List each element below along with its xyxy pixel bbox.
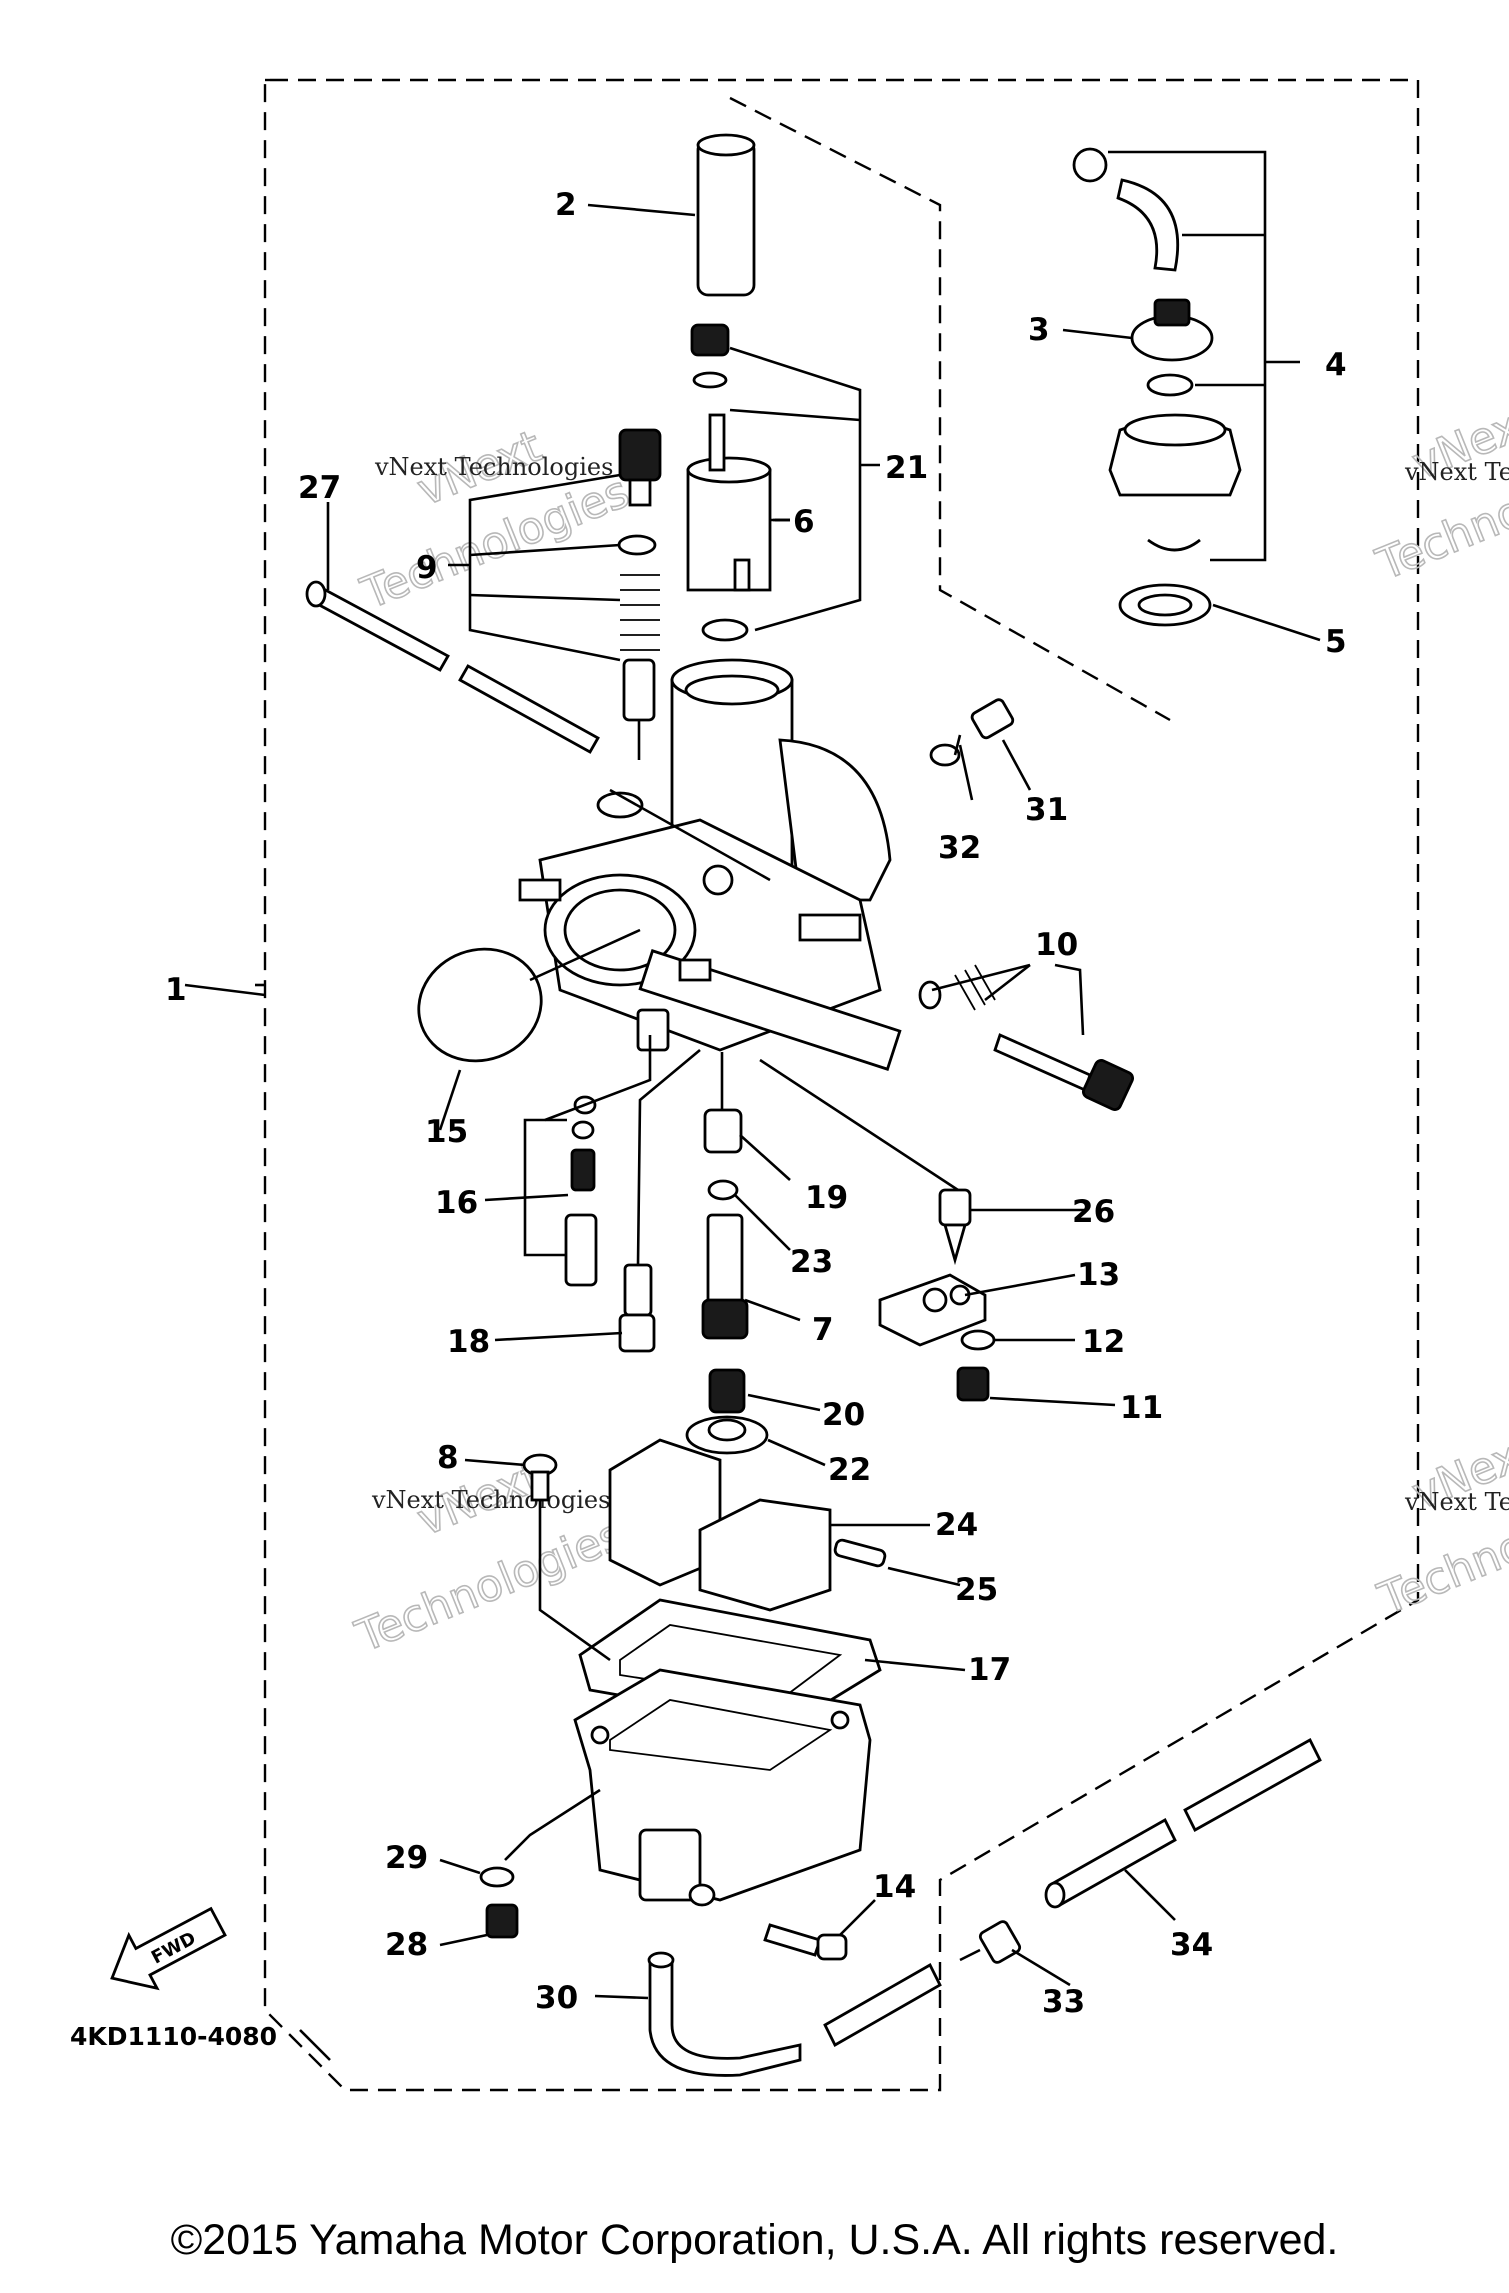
callout-24: 24 bbox=[935, 1507, 978, 1543]
callout-32: 32 bbox=[938, 830, 981, 866]
callout-26: 26 bbox=[1072, 1194, 1115, 1230]
part-1-carburetor-body bbox=[518, 658, 902, 1071]
svg-text:Technologies: Technologies bbox=[349, 1509, 631, 1663]
copyright-notice: ©2015 Yamaha Motor Corporation, U.S.A. A… bbox=[170, 2216, 1339, 2264]
part-33-fitting bbox=[959, 1920, 1022, 1964]
callout-11: 11 bbox=[1120, 1390, 1163, 1426]
leader-lines bbox=[184, 150, 1321, 2000]
watermark-lower-left: vNext Technologies bbox=[348, 1450, 632, 1664]
part-34-hose bbox=[823, 1738, 1322, 2047]
callout-labels: 2 3 4 5 6 7 8 9 10 11 12 13 14 15 16 17 … bbox=[165, 187, 1347, 2020]
fwd-arrow-icon: FWD bbox=[110, 1906, 227, 1991]
callout-30: 30 bbox=[535, 1980, 578, 2016]
part-13-plate-gasket bbox=[878, 1273, 987, 1347]
callout-22: 22 bbox=[828, 1452, 871, 1488]
part-9-needle-set bbox=[617, 428, 662, 760]
callout-8: 8 bbox=[437, 1440, 459, 1476]
part-27-tube bbox=[305, 580, 600, 754]
part-26-jet bbox=[938, 1188, 972, 1266]
callout-25: 25 bbox=[955, 1572, 998, 1608]
callout-19: 19 bbox=[805, 1180, 848, 1216]
part-16-jet-set bbox=[523, 1095, 598, 1287]
callout-14: 14 bbox=[873, 1869, 916, 1905]
part-4-cap-assembly bbox=[1072, 147, 1242, 627]
part-29-washer bbox=[479, 1866, 515, 1888]
part-22-washer bbox=[685, 1415, 769, 1455]
callout-10: 10 bbox=[1035, 927, 1078, 963]
callout-6: 6 bbox=[793, 504, 815, 540]
part-2-tube bbox=[696, 133, 756, 297]
part-24-float bbox=[608, 1438, 832, 1612]
callout-4: 4 bbox=[1325, 347, 1347, 383]
callout-7: 7 bbox=[812, 1312, 834, 1348]
part-18-jet bbox=[618, 1263, 656, 1353]
callout-21: 21 bbox=[885, 450, 928, 486]
part-14-screw bbox=[763, 1923, 848, 1961]
callout-2: 2 bbox=[555, 187, 577, 223]
callout-34: 34 bbox=[1170, 1927, 1213, 1963]
part-25-pin bbox=[833, 1538, 887, 1568]
callout-23: 23 bbox=[790, 1244, 833, 1280]
callout-5: 5 bbox=[1325, 624, 1347, 660]
callout-31: 31 bbox=[1025, 792, 1068, 828]
callout-12: 12 bbox=[1082, 1324, 1125, 1360]
assembly-boundary bbox=[263, 78, 1420, 2092]
callout-29: 29 bbox=[385, 1840, 428, 1876]
callout-20: 20 bbox=[822, 1397, 865, 1433]
watermark-text-upper-right: vNext Technologies bbox=[1404, 458, 1509, 486]
part-10-idle-screw bbox=[918, 964, 1135, 1112]
part-31-screw bbox=[970, 698, 1015, 740]
callout-15: 15 bbox=[425, 1114, 468, 1150]
callout-28: 28 bbox=[385, 1927, 428, 1963]
part-19-jet-holder bbox=[703, 1108, 743, 1154]
watermark-text-lower-right: vNext Technologies bbox=[1404, 1488, 1509, 1516]
callout-3: 3 bbox=[1028, 312, 1050, 348]
part-8-screw bbox=[522, 1453, 558, 1502]
callout-1: 1 bbox=[165, 972, 187, 1008]
part-11-screw bbox=[956, 1366, 990, 1402]
part-23-o-ring bbox=[707, 1179, 739, 1201]
part-12-washer bbox=[960, 1329, 996, 1351]
part-15-gasket bbox=[417, 928, 641, 1063]
part-6-throttle-valve bbox=[686, 413, 772, 642]
callout-16: 16 bbox=[435, 1185, 478, 1221]
part-28-screw bbox=[485, 1903, 519, 1939]
callout-13: 13 bbox=[1077, 1257, 1120, 1293]
callout-18: 18 bbox=[447, 1324, 490, 1360]
part-7-needle-jet bbox=[701, 1213, 749, 1340]
part-30-hose bbox=[647, 1951, 802, 2077]
diagram-code: 4KD1110-4080 bbox=[70, 2022, 277, 2051]
part-float-bowl bbox=[573, 1668, 872, 1907]
watermark-text-lower-left: vNext Technologies bbox=[371, 1486, 610, 1514]
part-20-main-jet bbox=[708, 1368, 746, 1414]
callout-17: 17 bbox=[968, 1652, 1011, 1688]
part-32-washer bbox=[929, 743, 961, 767]
callout-9: 9 bbox=[416, 550, 438, 586]
part-21-cap bbox=[690, 323, 730, 389]
watermark-upper-left: vNext Technologies bbox=[353, 420, 637, 621]
callout-27: 27 bbox=[298, 470, 341, 506]
watermark-text-upper-left: vNext Technologies bbox=[374, 453, 613, 481]
callout-33: 33 bbox=[1042, 1984, 1085, 2020]
